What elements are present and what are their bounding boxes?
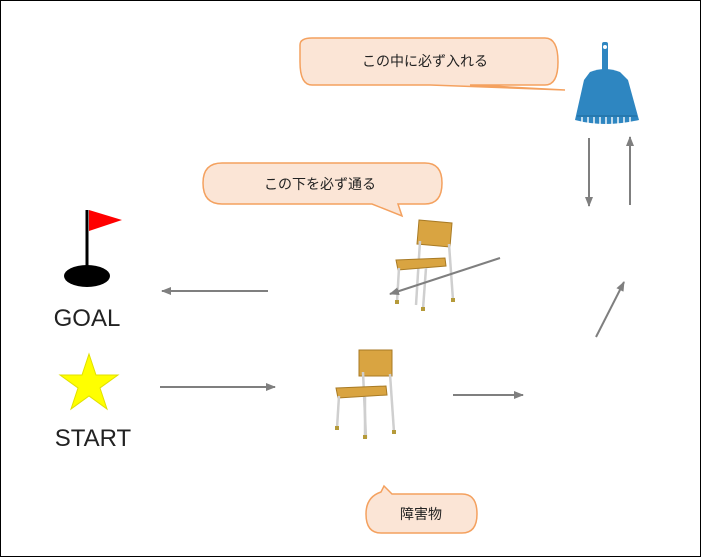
callout-chair: この下を必ず通る <box>202 162 443 218</box>
dustpan-icon <box>575 42 639 125</box>
goal-label: GOAL <box>54 305 121 332</box>
callout-bucket: この中に必ず入れる <box>299 37 566 91</box>
callout-obstacle: 障害物 <box>365 484 478 534</box>
arrow-under-chair <box>389 257 501 296</box>
callout-bucket-text: この中に必ず入れる <box>362 54 488 70</box>
callout-obstacle-text: 障害物 <box>400 507 442 523</box>
star-icon <box>58 352 120 411</box>
arrow-up-to-dustpan <box>595 281 625 338</box>
chair-lower <box>335 349 396 439</box>
goal-flag-icon <box>64 210 122 287</box>
callout-chair-text: この下を必ず通る <box>264 177 376 193</box>
chair-upper <box>395 219 455 311</box>
start-label: START <box>55 425 132 452</box>
